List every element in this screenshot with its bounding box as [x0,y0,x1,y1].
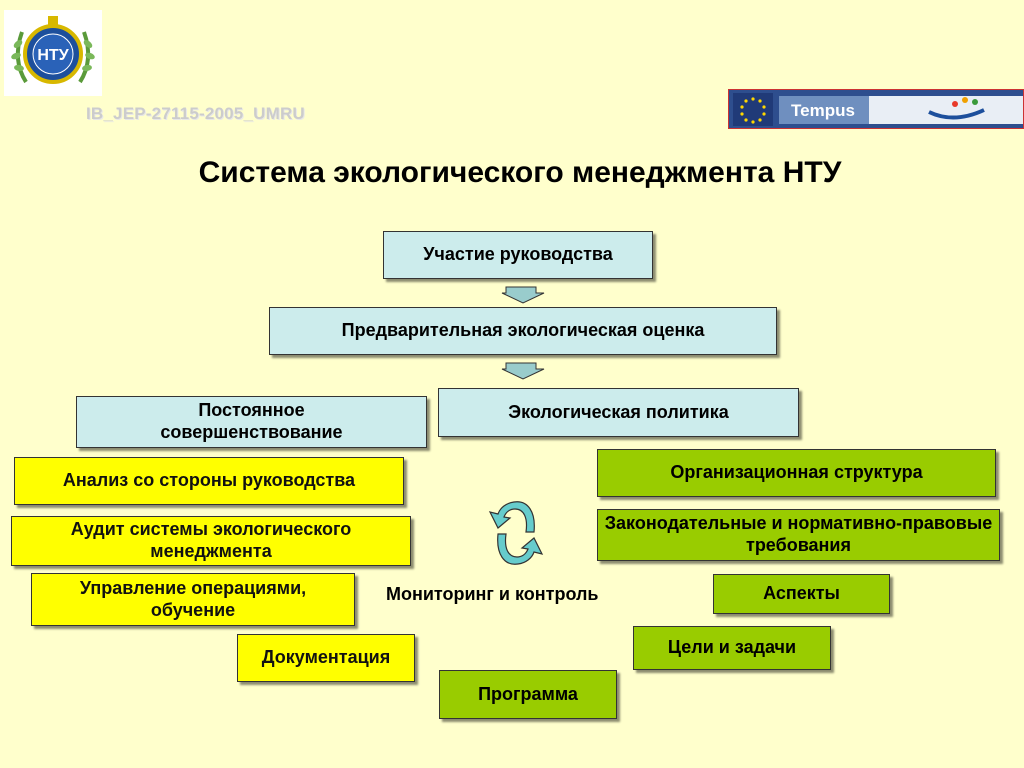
box-ems-audit: Аудит системы экологического менеджмента [11,516,411,566]
box-continuous-improvement: Постоянное совершенствование [76,396,427,448]
box-aspects: Аспекты [713,574,890,614]
box-goals: Цели и задачи [633,626,831,670]
cycle-label: Мониторинг и контроль [386,584,599,604]
box-leadership: Участие руководства [383,231,653,279]
emblem-icon: НТУ [11,16,95,84]
box-org-structure: Организационная структура [597,449,996,497]
down-arrow-icon [501,286,545,304]
down-arrow-icon [501,362,545,380]
cycle-arrows-icon [488,501,544,565]
box-program: Программа [439,670,617,719]
box-policy: Экологическая политика [438,388,799,437]
project-code: IB_JEP-27115-2005_UMRU [86,104,305,123]
box-operations-training: Управление операциями, обучение [31,573,355,626]
box-documentation: Документация [237,634,415,682]
box-management-review: Анализ со стороны руководства [14,457,404,505]
logo-lettering: НТУ [37,47,69,64]
tempus-banner: Tempus [728,89,1024,129]
box-legal-requirements: Законодательные и нормативно-правовые тр… [597,509,1000,561]
tempus-label: Tempus [791,101,855,120]
tempus-logo-icon: Tempus [733,93,1023,126]
page-title: Система экологического менеджмента НТУ [198,156,842,189]
university-logo: НТУ [4,10,102,96]
box-preliminary-assessment: Предварительная экологическая оценка [269,307,777,355]
